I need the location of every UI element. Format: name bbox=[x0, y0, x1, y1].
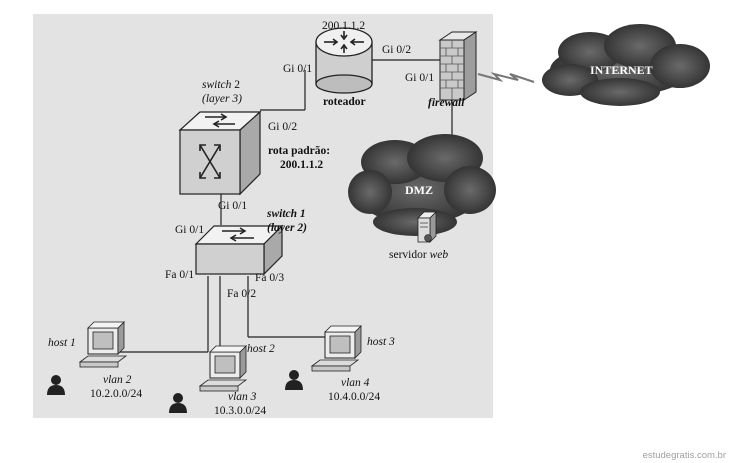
lightning-link-icon bbox=[477, 72, 535, 83]
router-name-label: roteador bbox=[323, 96, 366, 108]
router-port-right-label: Gi 0/2 bbox=[382, 44, 412, 56]
host3-label: host 3 bbox=[367, 336, 395, 348]
host2-computer-icon bbox=[198, 345, 248, 392]
internet-label: INTERNET bbox=[590, 63, 653, 77]
switch2-layer3-icon bbox=[178, 110, 262, 196]
vlan3-label: vlan 3 bbox=[228, 391, 257, 403]
net3-label: 10.3.0.0/24 bbox=[214, 405, 267, 417]
vlan4-label: vlan 4 bbox=[341, 377, 370, 389]
router-icon bbox=[315, 27, 373, 94]
firewall-name-label: firewall bbox=[428, 97, 465, 109]
switch2-layer-label: (layer 3) bbox=[202, 93, 242, 105]
server-prefix: servidor bbox=[389, 249, 427, 261]
internet-cloud-icon bbox=[542, 24, 710, 106]
links bbox=[120, 59, 453, 353]
default-route-ip: 200.1.1.2 bbox=[280, 159, 324, 171]
host2-label: host 2 bbox=[247, 343, 275, 355]
firewall-port-label: Gi 0/1 bbox=[405, 72, 435, 84]
vlan2-label: vlan 2 bbox=[103, 374, 132, 386]
watermark: estudegratis.com.br bbox=[642, 450, 726, 461]
web-server-icon bbox=[417, 211, 437, 243]
switch2-name: switch bbox=[202, 79, 232, 91]
fa3-label: Fa 0/3 bbox=[255, 272, 285, 284]
host1-label: host 1 bbox=[48, 337, 76, 349]
host2-user-icon bbox=[169, 393, 187, 413]
firewall-icon bbox=[438, 31, 478, 101]
switch2-port-top-label: Gi 0/2 bbox=[268, 121, 298, 133]
host1-computer-icon bbox=[78, 321, 128, 368]
host1-user-icon bbox=[47, 375, 65, 395]
fa2-label: Fa 0/2 bbox=[227, 288, 257, 300]
default-route-title: rota padrão: bbox=[268, 145, 331, 157]
switch1-name-label: switch 1 bbox=[267, 208, 306, 220]
router-ip-label: 200.1.1.2 bbox=[322, 20, 366, 32]
switch2-num: 2 bbox=[234, 79, 241, 91]
net4-label: 10.4.0.0/24 bbox=[328, 391, 381, 403]
switch1-port-top-label: Gi 0/1 bbox=[175, 224, 205, 236]
host3-user-icon bbox=[285, 370, 303, 390]
switch1-layer2-icon bbox=[194, 224, 284, 276]
net2-label: 10.2.0.0/24 bbox=[90, 388, 143, 400]
host3-computer-icon bbox=[310, 325, 362, 372]
switch1-layer-label: (layer 2) bbox=[267, 222, 307, 234]
server-suffix: web bbox=[429, 249, 449, 261]
switch2-title: switch 2 bbox=[202, 79, 241, 92]
fa1-label: Fa 0/1 bbox=[165, 269, 195, 281]
dmz-label: DMZ bbox=[405, 183, 433, 197]
router-port-left-label: Gi 0/1 bbox=[283, 63, 313, 75]
server-label: servidor web bbox=[389, 249, 449, 262]
switch2-port-bottom-label: Gi 0/1 bbox=[218, 200, 248, 212]
